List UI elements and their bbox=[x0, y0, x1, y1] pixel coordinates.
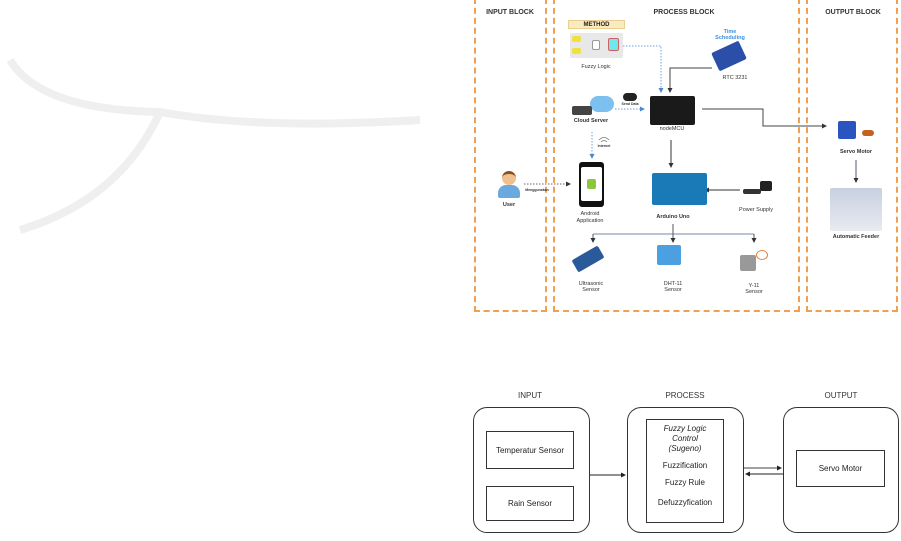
fuzzy-logic-diagram-icon bbox=[570, 33, 623, 58]
rtc-label: RTC 3231 bbox=[722, 75, 748, 81]
rain-sensor-wire-icon bbox=[756, 250, 768, 260]
fuzzy-rule-step: Fuzzy Rule bbox=[664, 478, 705, 487]
output-block-region bbox=[806, 0, 898, 312]
server-icon bbox=[572, 106, 592, 115]
servo-motor-icon bbox=[838, 121, 856, 139]
fuzzy-logic-control-box: Fuzzy Logic Control (Sugeno) Fuzzificati… bbox=[646, 419, 724, 523]
process-block-title: PROCESS BLOCK bbox=[653, 9, 715, 16]
fuzzy-logic-label: Fuzzy Logic bbox=[581, 64, 611, 70]
y11-label: Y-11 Sensor bbox=[745, 283, 763, 295]
wifi-icon bbox=[623, 93, 637, 101]
servo-horn-icon bbox=[862, 130, 874, 136]
ultrasonic-label: Ultrasonic Sensor bbox=[578, 281, 604, 293]
process-title: PROCESS bbox=[665, 391, 705, 400]
user-head-icon bbox=[502, 171, 516, 185]
method-label: METHOD bbox=[568, 20, 625, 29]
cloud-server-label: Cloud Server bbox=[573, 118, 609, 124]
user-label: User bbox=[502, 202, 516, 208]
power-cable-icon bbox=[743, 189, 761, 194]
automatic-feeder-photo bbox=[830, 188, 882, 231]
servo-motor-label: Servo Motor bbox=[839, 149, 873, 155]
servo-motor-box: Servo Motor bbox=[796, 450, 885, 487]
internet-label: Internet bbox=[597, 144, 611, 148]
fuzzification-step: Fuzzification bbox=[662, 461, 708, 470]
defuzzification-step: Defuzzyfication bbox=[657, 498, 713, 507]
flc-title: Fuzzy Logic Control bbox=[663, 424, 707, 443]
android-phone-icon bbox=[579, 162, 604, 207]
automatic-feeder-label: Automatic Feeder bbox=[832, 234, 880, 240]
android-application-label: Android Application bbox=[576, 211, 604, 224]
flc-method: (Sugeno) bbox=[668, 444, 702, 453]
arduino-uno-icon bbox=[652, 173, 707, 205]
connector-lines bbox=[524, 45, 859, 243]
power-supply-label: Power Supply bbox=[739, 207, 773, 213]
nodemcu-board-icon bbox=[650, 96, 695, 125]
internet-signal-icon bbox=[598, 137, 610, 143]
arduino-label: Arduino Uno bbox=[656, 214, 690, 220]
input-title: INPUT bbox=[518, 391, 542, 400]
input-block-region bbox=[474, 0, 547, 312]
rain-sensor-box: Rain Sensor bbox=[486, 486, 574, 521]
menggunakan-label: Menggunakan bbox=[525, 188, 549, 192]
nodemcu-label: nodeMCU bbox=[659, 126, 685, 132]
output-title: OUTPUT bbox=[824, 391, 858, 400]
time-scheduling-label: Time Scheduling bbox=[715, 29, 745, 41]
dht11-label: DHT-11 Sensor bbox=[663, 281, 683, 293]
power-adapter-icon bbox=[760, 181, 772, 191]
process-block-region bbox=[553, 0, 800, 312]
temperature-sensor-box: Temperatur Sensor bbox=[486, 431, 574, 469]
user-body-icon bbox=[498, 185, 520, 198]
rain-sensor-icon bbox=[740, 255, 756, 271]
dht11-sensor-icon bbox=[657, 245, 681, 265]
cloud-icon bbox=[590, 96, 614, 112]
input-block-title: INPUT BLOCK bbox=[486, 9, 534, 16]
output-block-title: OUTPUT BLOCK bbox=[825, 9, 881, 16]
send-data-label: Send Data bbox=[621, 102, 639, 106]
